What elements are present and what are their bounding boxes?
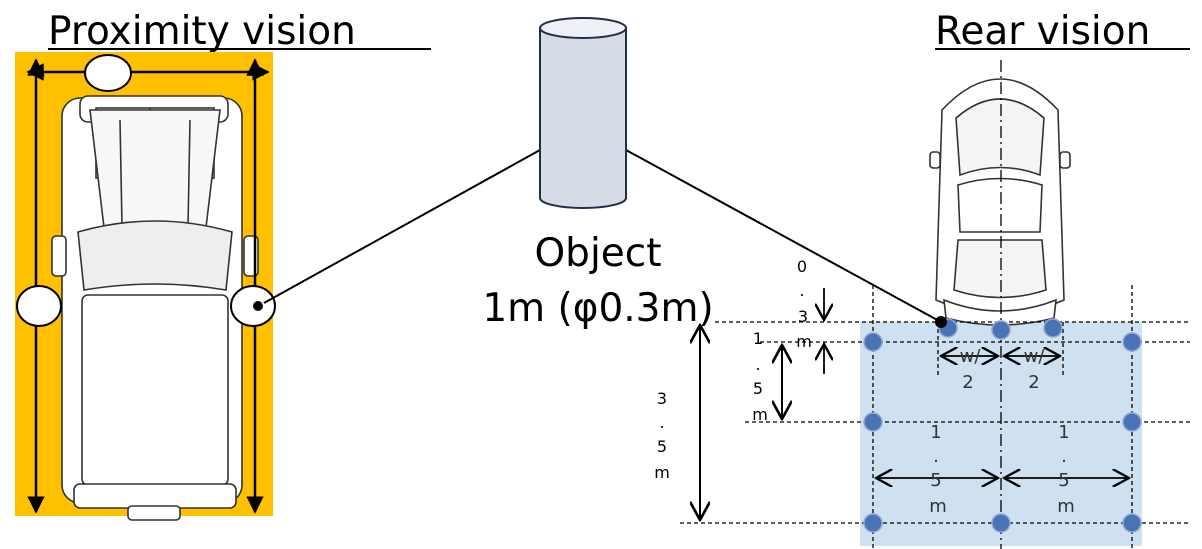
rear-point-3-right bbox=[1122, 513, 1142, 533]
svg-text:m: m bbox=[654, 463, 670, 482]
object-size-label: 1m (φ0.3m) bbox=[482, 286, 713, 331]
svg-text:m: m bbox=[796, 332, 812, 351]
svg-text:.: . bbox=[659, 413, 664, 432]
rear-point-3-left bbox=[863, 513, 883, 533]
dim-35-label: 3 . 5 m bbox=[654, 389, 670, 482]
svg-text:3: 3 bbox=[657, 389, 667, 408]
rear-point-1-right bbox=[1122, 332, 1142, 352]
svg-text:2: 2 bbox=[1028, 372, 1039, 393]
svg-text:3: 3 bbox=[798, 307, 808, 326]
svg-text:5: 5 bbox=[657, 437, 667, 456]
rear-point-2-right bbox=[1122, 412, 1142, 432]
svg-text:0: 0 bbox=[797, 257, 807, 276]
svg-text:w/: w/ bbox=[960, 346, 982, 367]
svg-text:5: 5 bbox=[930, 470, 941, 491]
rear-point-bumper-right bbox=[1043, 318, 1063, 338]
dim-15-label: 1 . 5 m bbox=[752, 329, 768, 424]
object-leader-left bbox=[263, 149, 541, 304]
proximity-title: Proximity vision bbox=[48, 9, 356, 54]
rear-point-1-left bbox=[863, 332, 883, 352]
svg-text:1: 1 bbox=[930, 422, 941, 443]
vehicle-top-view-left bbox=[51, 95, 259, 521]
rear-point-bumper-center bbox=[991, 320, 1011, 340]
dim-cell-labels: 1 . 5 m 1 . 5 m bbox=[929, 422, 1075, 517]
object-leader-right bbox=[625, 149, 942, 323]
dim-half-width-labels: w/ 2 w/ 2 bbox=[960, 346, 1046, 393]
svg-text:5: 5 bbox=[1058, 470, 1069, 491]
object-contact-point bbox=[935, 316, 947, 328]
rear-grid-lines bbox=[680, 285, 1190, 549]
svg-text:5: 5 bbox=[753, 379, 763, 398]
proximity-right-marker-dot bbox=[253, 301, 263, 311]
svg-text:m: m bbox=[929, 496, 947, 517]
svg-text:1: 1 bbox=[1058, 422, 1069, 443]
svg-text:.: . bbox=[799, 281, 804, 300]
object-label: Object bbox=[534, 231, 661, 276]
svg-text:m: m bbox=[752, 405, 768, 424]
rear-measurement-points bbox=[863, 318, 1142, 533]
svg-text:.: . bbox=[1061, 446, 1067, 467]
svg-text:1: 1 bbox=[753, 329, 763, 348]
rear-point-3-center bbox=[991, 513, 1011, 533]
rear-title: Rear vision bbox=[935, 9, 1150, 54]
rear-point-2-left bbox=[863, 412, 883, 432]
vehicle-top-view-right bbox=[929, 78, 1071, 326]
proximity-front-marker bbox=[84, 54, 132, 92]
proximity-left-marker bbox=[16, 285, 62, 327]
svg-text:w/: w/ bbox=[1024, 346, 1046, 367]
dim-03-label: 0 . 3 m bbox=[796, 257, 812, 351]
svg-text:m: m bbox=[1057, 496, 1075, 517]
svg-text:.: . bbox=[933, 446, 939, 467]
svg-text:.: . bbox=[755, 355, 760, 374]
object-cylinder bbox=[539, 17, 627, 209]
svg-text:2: 2 bbox=[962, 372, 973, 393]
